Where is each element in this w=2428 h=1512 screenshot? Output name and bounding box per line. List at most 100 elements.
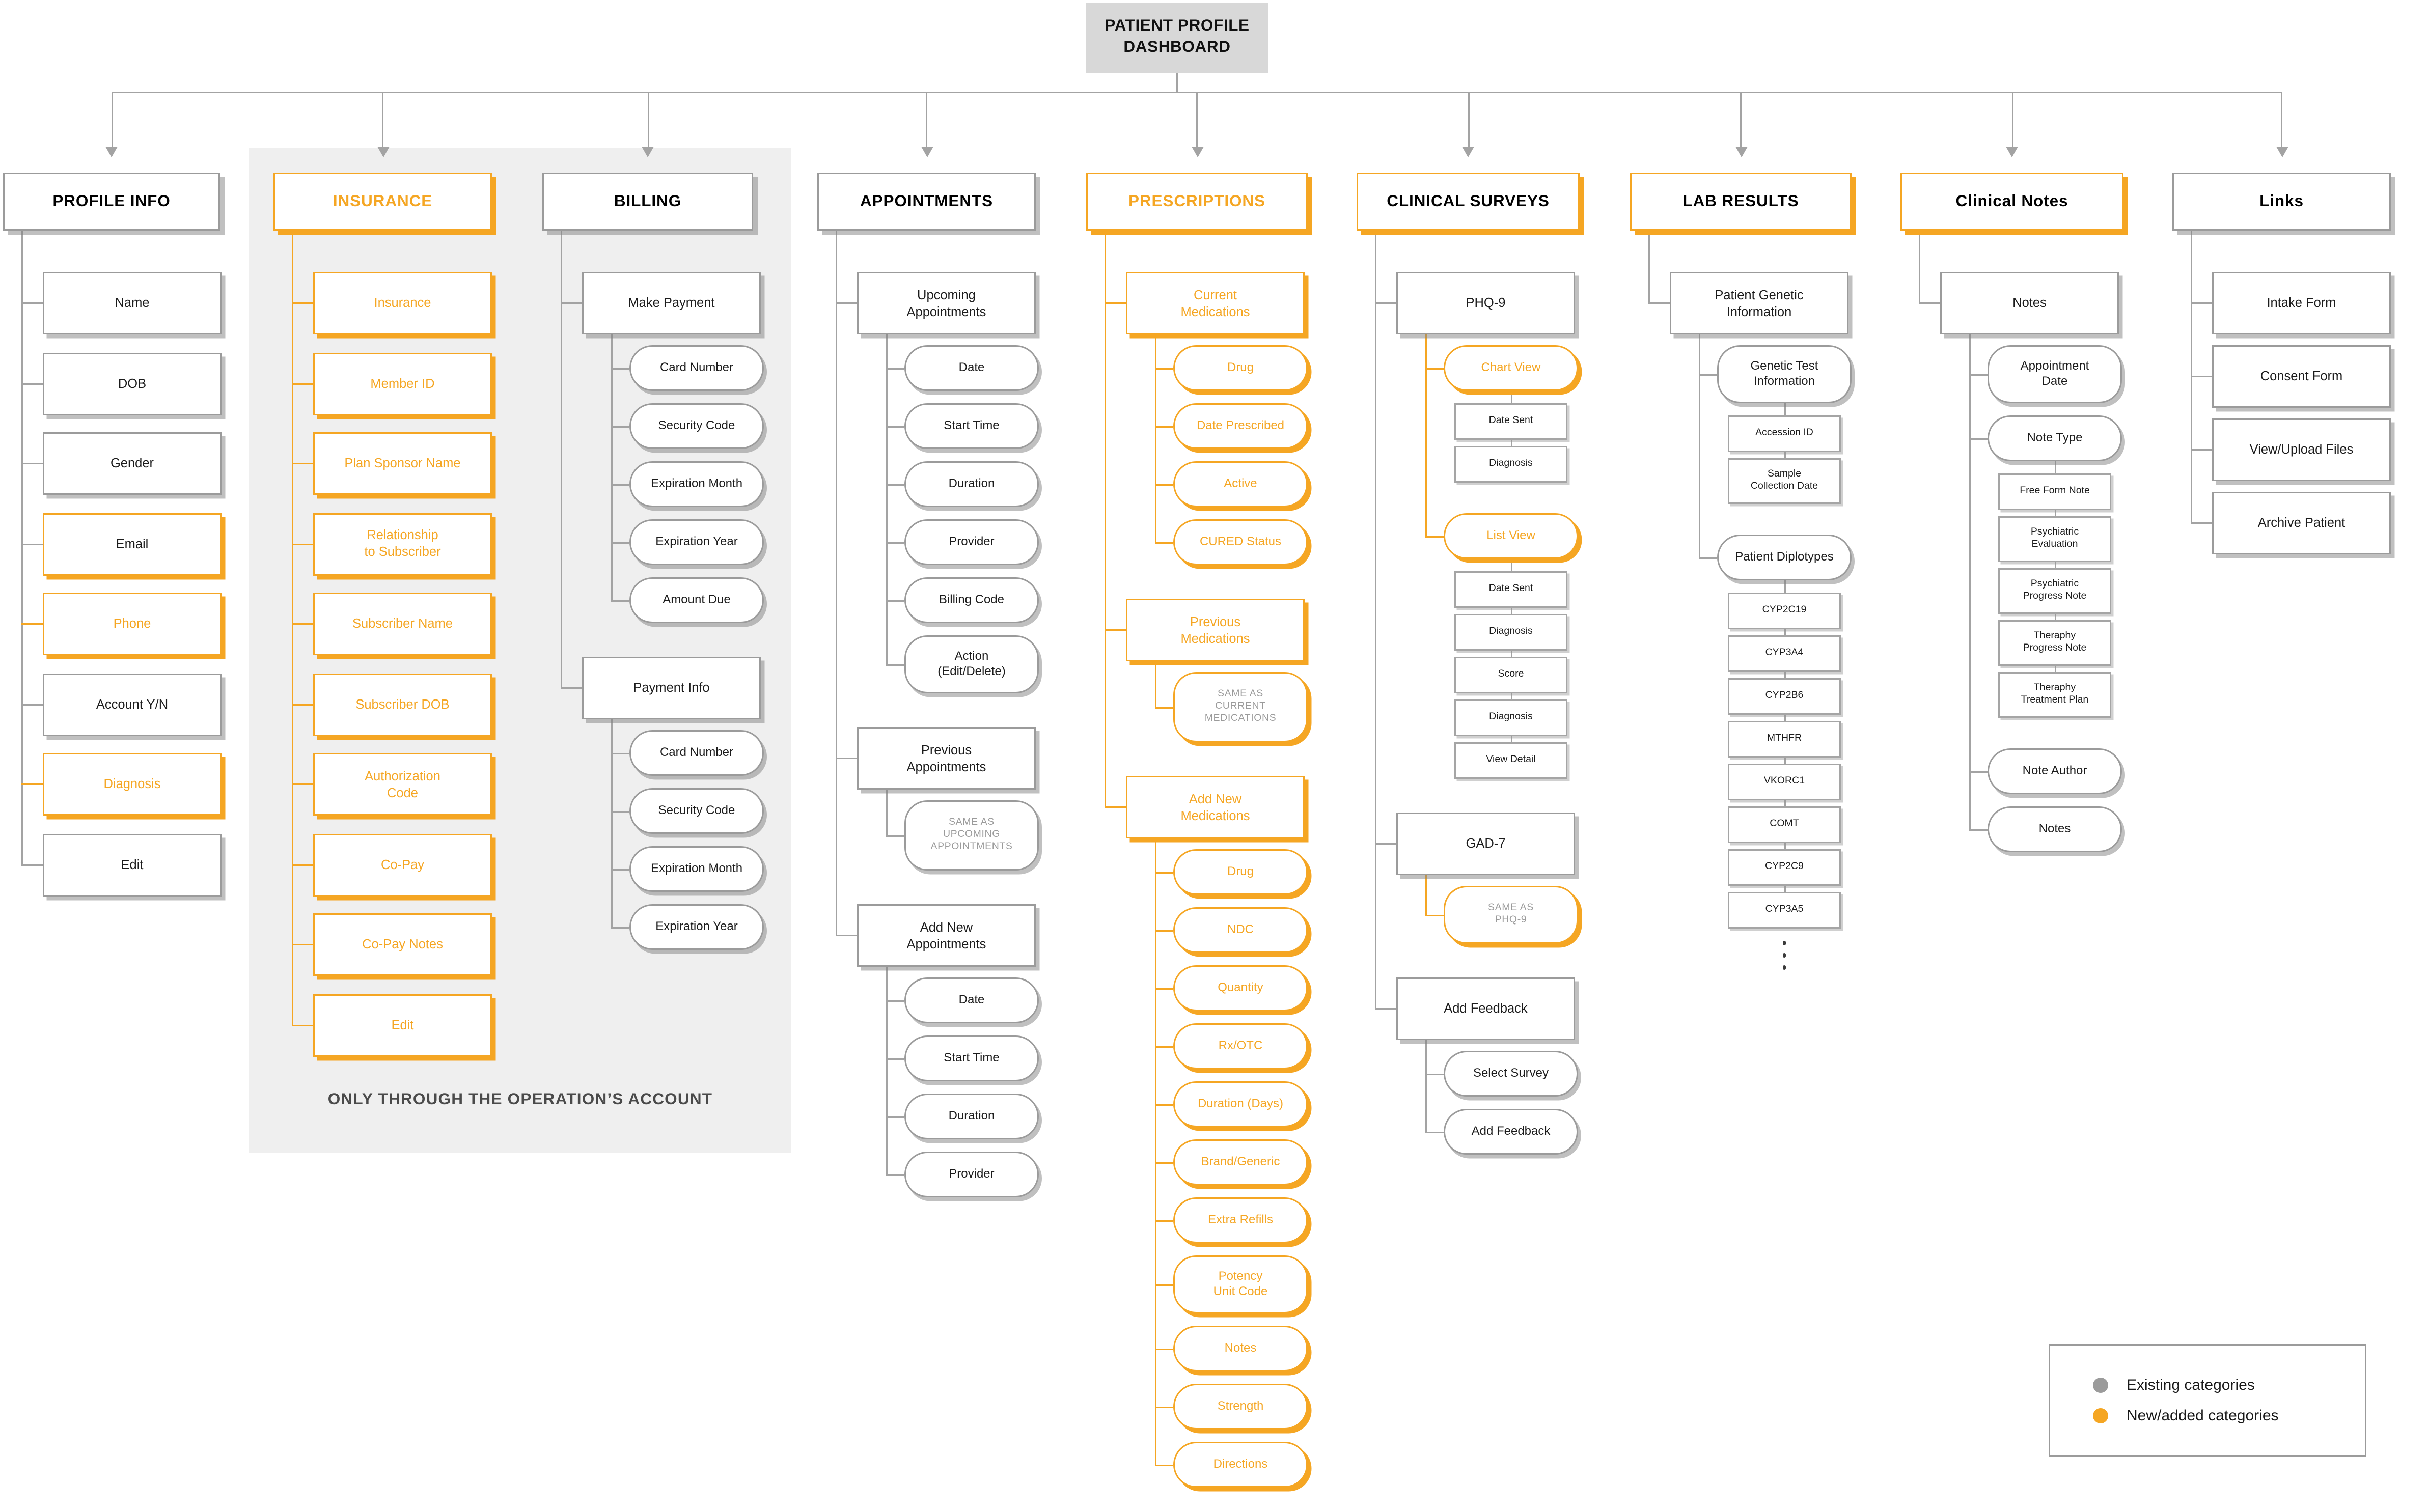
node-dob: DOB <box>43 352 222 415</box>
arrow-down-icon <box>1462 147 1474 157</box>
node-upcoming-appointments: Upcoming Appointments <box>857 272 1036 334</box>
connector-line <box>1103 231 1106 807</box>
column-header-clinical-notes: Clinical Notes <box>1900 173 2123 231</box>
node-brand-generic: Brand/Generic <box>1173 1139 1308 1185</box>
node-expiration-month: Expiration Month <box>629 846 764 892</box>
connector-line <box>885 967 887 1174</box>
connector-line <box>21 543 43 545</box>
column-header-prescriptions: PRESCRIPTIONS <box>1086 173 1308 231</box>
node-phq-9: PHQ-9 <box>1396 272 1575 334</box>
connector-line <box>21 783 43 786</box>
connector-line <box>21 302 43 304</box>
legend: Existing categories New/added categories <box>2049 1344 2366 1457</box>
node-subscriber-dob: Subscriber DOB <box>313 673 492 736</box>
node-free-form-note: Free Form Note <box>1998 473 2111 510</box>
connector-line <box>21 703 43 705</box>
connector-line <box>611 367 629 369</box>
node-card-number: Card Number <box>629 730 764 776</box>
node-strength: Strength <box>1173 1384 1308 1430</box>
node-member-id: Member ID <box>313 352 492 415</box>
arrow-down-icon <box>2006 147 2018 157</box>
connector-line <box>292 944 313 946</box>
connector-line <box>611 752 629 754</box>
connector-line <box>886 1057 904 1059</box>
connector-line <box>1155 1161 1173 1163</box>
node-extra-refills: Extra Refills <box>1173 1197 1308 1243</box>
connector-line <box>1647 231 1649 303</box>
node-view-detail: View Detail <box>1454 742 1567 779</box>
connector-line <box>836 758 857 760</box>
node-provider: Provider <box>904 1152 1039 1197</box>
connector-line <box>835 231 837 936</box>
node-drug: Drug <box>1173 345 1308 391</box>
node-theraphy-progress-note: Theraphy Progress Note <box>1998 620 2111 666</box>
connector-line <box>886 367 904 369</box>
connector-line <box>292 382 313 384</box>
connector-line <box>647 92 649 147</box>
node-make-payment: Make Payment <box>582 272 761 334</box>
node-diagnosis: Diagnosis <box>1454 699 1567 736</box>
connector-line <box>292 863 313 865</box>
node-archive-patient: Archive Patient <box>2212 492 2391 554</box>
connector-line <box>292 703 313 705</box>
node-subscriber-name: Subscriber Name <box>313 593 492 655</box>
node-note-author: Note Author <box>1988 748 2122 794</box>
arrow-down-icon <box>2275 147 2288 157</box>
node-cyp2b6: CYP2B6 <box>1728 678 1841 715</box>
connector-line <box>1155 706 1173 708</box>
node-select-survey: Select Survey <box>1444 1051 1578 1097</box>
legend-item-existing: Existing categories <box>2093 1377 2365 1394</box>
node-gender: Gender <box>43 432 222 495</box>
connector-line <box>2011 92 2013 147</box>
node-notes: Notes <box>1173 1326 1308 1371</box>
connector-line <box>1155 987 1173 989</box>
connector-line <box>292 783 313 786</box>
connector-line <box>1105 629 1126 631</box>
connector-line <box>886 834 904 836</box>
connector-line <box>21 863 43 865</box>
arrow-down-icon <box>1734 147 1747 157</box>
connector-line <box>1155 1283 1173 1285</box>
node-date-sent: Date Sent <box>1454 403 1567 440</box>
connector-line <box>611 541 629 543</box>
arrow-down-icon <box>1191 147 1203 157</box>
node-genetic-test-information: Genetic Test Information <box>1717 345 1852 403</box>
node-payment-info: Payment Info <box>582 657 761 719</box>
legend-item-new: New/added categories <box>2093 1408 2365 1424</box>
connector-line <box>1918 231 1920 303</box>
existing-categories-dot-icon <box>2093 1378 2108 1393</box>
node-expiration-year: Expiration Year <box>629 519 764 565</box>
node-add-new-appointments: Add New Appointments <box>857 904 1036 967</box>
node-date: Date <box>904 345 1039 391</box>
connector-line <box>1155 425 1173 427</box>
node-cyp3a4: CYP3A4 <box>1728 635 1841 672</box>
node-patient-genetic-information: Patient Genetic Information <box>1670 272 1848 334</box>
connector-line <box>1375 1008 1396 1010</box>
node-add-feedback: Add Feedback <box>1444 1109 1578 1155</box>
column-header-links: Links <box>2172 173 2391 231</box>
node-card-number: Card Number <box>629 345 764 391</box>
connector-line <box>886 663 904 665</box>
node-email: Email <box>43 512 222 575</box>
connector-line <box>1699 373 1717 375</box>
connector-line <box>1155 541 1173 543</box>
node-view-upload-files: View/Upload Files <box>2212 418 2391 481</box>
connector-line <box>292 623 313 625</box>
connector-line <box>611 810 629 812</box>
connector-line <box>2191 449 2212 451</box>
connector-line <box>611 868 629 870</box>
node-consent-form: Consent Form <box>2212 345 2391 408</box>
node-cyp2c9: CYP2C9 <box>1728 849 1841 886</box>
connector-line <box>21 623 43 625</box>
node-previous-medications: Previous Medications <box>1126 599 1305 661</box>
node-potency-unit-code: Potency Unit Code <box>1173 1255 1308 1313</box>
connector-line <box>1155 1406 1173 1408</box>
node-security-code: Security Code <box>629 788 764 834</box>
connector-line <box>1424 334 1426 536</box>
connector-line <box>1375 843 1396 845</box>
node-duration: Duration <box>904 461 1039 507</box>
ellipsis-dots-icon <box>1782 941 1786 945</box>
column-header-clinical-surveys: CLINICAL SURVEYS <box>1357 173 1580 231</box>
connector-line <box>886 999 904 1001</box>
node-chart-view: Chart View <box>1444 345 1578 391</box>
